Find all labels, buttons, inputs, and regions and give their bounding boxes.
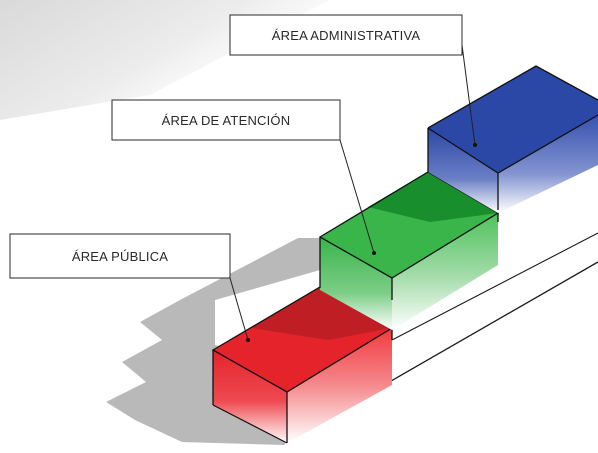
block-atencion-top-shade: [368, 172, 498, 222]
block-area-administrativa: [427, 65, 598, 213]
leader-dots: [246, 143, 477, 342]
callout-area-publica: ÁREA PÚBLICA: [9, 233, 231, 279]
block-administrativa-front: [428, 128, 498, 213]
leader-lines: [229, 44, 476, 341]
block-publica-top-shade: [252, 287, 392, 340]
label-area-publica: ÁREA PÚBLICA: [72, 249, 168, 264]
block-atencion-side: [392, 213, 498, 330]
block-administrativa-side: [498, 115, 598, 213]
label-area-atencion: ÁREA DE ATENCIÓN: [162, 113, 291, 128]
callout-area-administrativa: ÁREA ADMINISTRATIVA: [229, 14, 463, 56]
callout-area-atencion: ÁREA DE ATENCIÓN: [111, 99, 341, 141]
block-area-atencion: [318, 171, 500, 330]
block-publica-side: [287, 328, 392, 443]
block-administrativa-top: [428, 66, 598, 173]
block-publica-front: [213, 350, 287, 443]
label-area-administrativa: ÁREA ADMINISTRATIVA: [272, 28, 421, 43]
block-atencion-front: [320, 237, 392, 330]
step-edges: [212, 404, 288, 444]
block-area-publica: [211, 286, 394, 443]
